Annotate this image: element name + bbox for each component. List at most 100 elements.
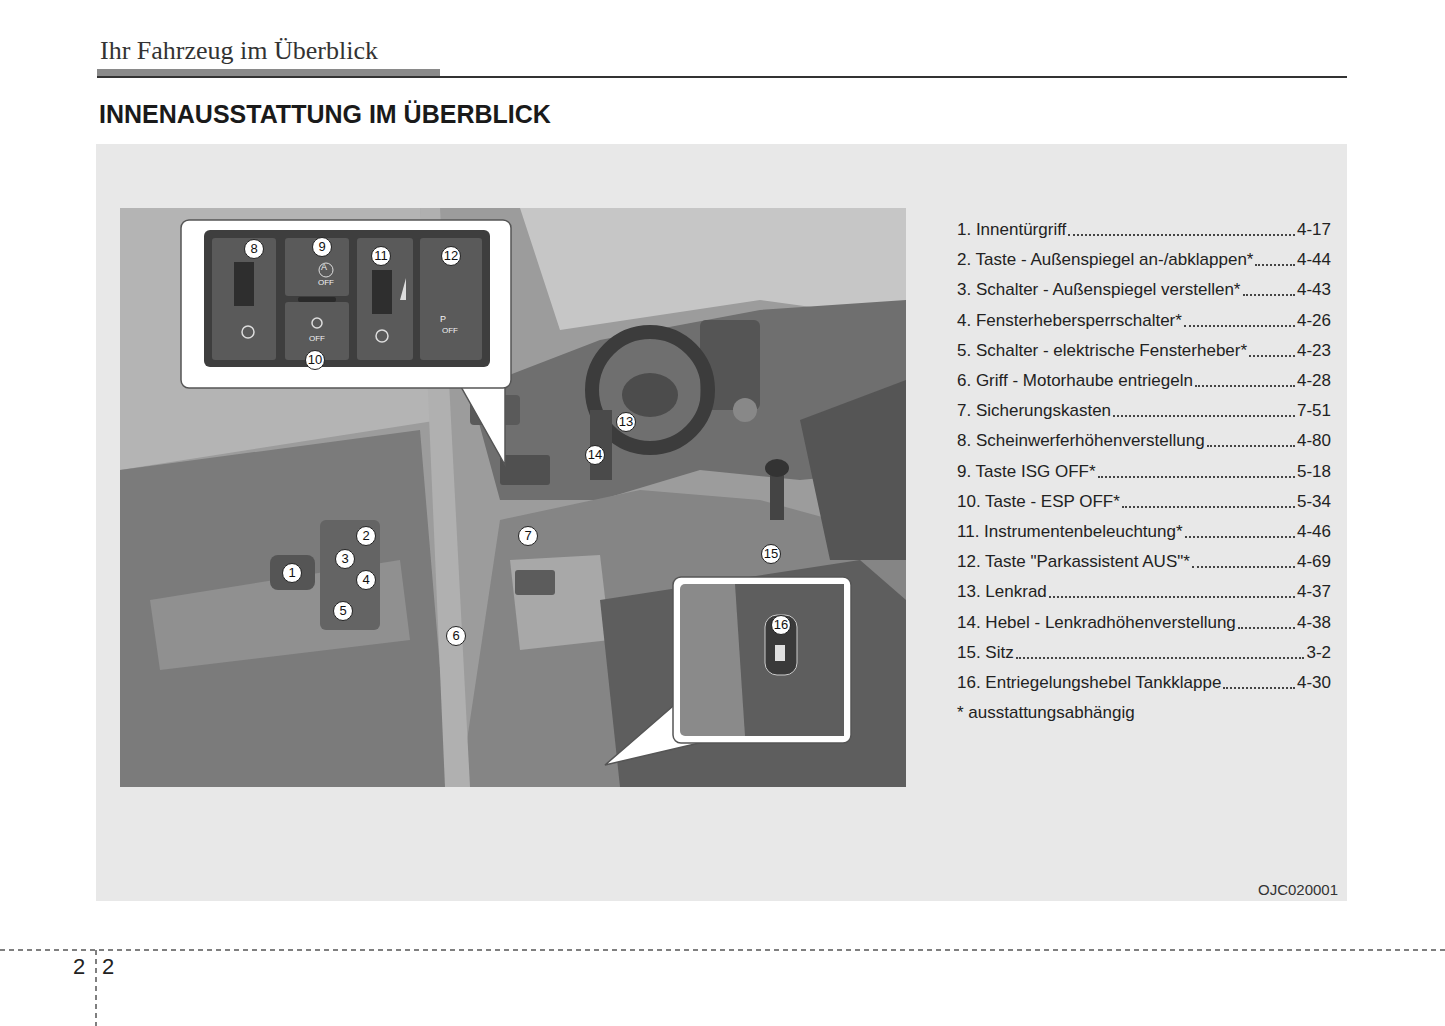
page-reference: 4-69: [1297, 552, 1331, 572]
isg-symbol-ring: [319, 263, 333, 277]
footer-rule: [0, 949, 1445, 951]
wheel-hub: [622, 373, 678, 417]
page-reference: 7-51: [1297, 401, 1331, 421]
callout-number: 11: [371, 246, 391, 266]
illumination-symbol: [376, 330, 388, 342]
page-number: 2: [102, 954, 114, 980]
legend-item: 6. Griff - Motorhaube entriegeln: [957, 371, 1193, 391]
switch-cluster: [320, 520, 380, 630]
callout-number: 9: [312, 237, 332, 257]
legend-item: 12. Taste "Parkassistent AUS"*: [957, 552, 1190, 572]
seat-back: [800, 380, 906, 560]
page-reference: 5-34: [1297, 492, 1331, 512]
fuel-lever: [765, 615, 797, 675]
callout-number: 3: [335, 549, 355, 569]
inset-frame: [181, 220, 511, 388]
legend-item: 4. Fensterhebersperrschalter*: [957, 311, 1182, 331]
page-reference: 4-30: [1297, 673, 1331, 693]
callout-number: 2: [356, 526, 376, 546]
page-reference: 4-38: [1297, 613, 1331, 633]
switch-marking: OFF: [318, 278, 334, 287]
dot-leader: [1238, 627, 1295, 629]
dot-leader: [1113, 415, 1295, 417]
legend-item: 15. Sitz: [957, 643, 1014, 663]
seat-side-detail: [680, 584, 844, 736]
floor-mat: [510, 555, 610, 650]
callout-number: 6: [446, 626, 466, 646]
dot-leader: [1184, 325, 1295, 327]
callout-number: 1: [282, 563, 302, 583]
seat: [600, 560, 906, 787]
page-reference: 3-2: [1306, 643, 1331, 663]
legend-item: 2. Taste - Außenspiegel an-/abklappen*: [957, 250, 1253, 270]
callout-number: 15: [761, 544, 781, 564]
image-code: OJC020001: [1258, 881, 1338, 898]
legend-item: 14. Hebel - Lenkradhöhenverstellung: [957, 613, 1236, 633]
legend-item: 5. Schalter - elektrische Fensterheber*: [957, 341, 1247, 361]
button-divider: [298, 297, 336, 302]
page-reference: 4-17: [1297, 220, 1331, 240]
dot-leader: [1192, 566, 1295, 568]
switch-button: [420, 238, 482, 360]
headlamp-symbol: [242, 326, 254, 338]
thumbwheel: [372, 270, 392, 314]
seat-side: [735, 584, 844, 736]
callout-number: 12: [441, 246, 461, 266]
callout-number: 16: [771, 615, 791, 635]
dot-leader: [1243, 294, 1295, 296]
switch-marking: OFF: [442, 326, 458, 335]
dot-leader: [1049, 596, 1295, 598]
legend-item: 9. Taste ISG OFF*: [957, 462, 1096, 482]
page-reference: 4-23: [1297, 341, 1331, 361]
legend-item: 8. Scheinwerferhöhenverstellung: [957, 431, 1205, 451]
dot-leader: [1249, 355, 1295, 357]
door-panel: [120, 430, 450, 787]
callout-number: 4: [356, 570, 376, 590]
legend-item: 11. Instrumentenbeleuchtung*: [957, 522, 1183, 542]
page-reference: 4-26: [1297, 311, 1331, 331]
inset-pointer: [460, 385, 505, 465]
switch-button: [285, 238, 349, 296]
legend-item: 3. Schalter - Außenspiegel verstellen*: [957, 280, 1241, 300]
esp-symbol: [312, 318, 322, 328]
callout-number: 10: [305, 350, 325, 370]
page-title: INNENAUSSTATTUNG IM ÜBERBLICK: [99, 100, 551, 129]
switch-panel-small: [500, 455, 550, 485]
dot-leader: [1207, 445, 1295, 447]
page-reference: 4-37: [1297, 582, 1331, 602]
page-reference: 4-43: [1297, 280, 1331, 300]
dot-leader: [1098, 476, 1295, 478]
callout-number: 8: [244, 239, 264, 259]
header-bar: [97, 69, 440, 77]
door-handle: [270, 555, 315, 590]
dot-leader: [1068, 234, 1295, 236]
page-reference: 5-18: [1297, 462, 1331, 482]
interior-illustration: [120, 208, 906, 787]
header-rule: [97, 76, 1347, 78]
gear-lever: [770, 470, 784, 520]
legend-item: 1. Innentürgriff: [957, 220, 1066, 240]
switch-button: [212, 238, 276, 360]
page-reference: 4-44: [1297, 250, 1331, 270]
page-reference: 4-28: [1297, 371, 1331, 391]
dimmer-symbol: [400, 278, 406, 300]
footer-divider: [95, 950, 97, 1026]
callout-number: 5: [333, 601, 353, 621]
callout-number: 14: [585, 445, 605, 465]
grey-panel: [96, 144, 1347, 901]
switch-panel: [204, 230, 490, 367]
thumbwheel: [234, 262, 254, 306]
pedal: [515, 570, 555, 595]
switch-marking: A: [321, 262, 327, 272]
legend-item: 10. Taste - ESP OFF*: [957, 492, 1120, 512]
dot-leader: [1195, 385, 1295, 387]
legend-item: 16. Entriegelungshebel Tankklappe: [957, 673, 1221, 693]
switch-button: [357, 238, 413, 360]
page-reference: 4-46: [1297, 522, 1331, 542]
dot-leader: [1185, 536, 1295, 538]
callout-number: 13: [616, 412, 636, 432]
page-reference: 4-80: [1297, 431, 1331, 451]
dot-leader: [1122, 506, 1295, 508]
control-knob: [733, 398, 757, 422]
